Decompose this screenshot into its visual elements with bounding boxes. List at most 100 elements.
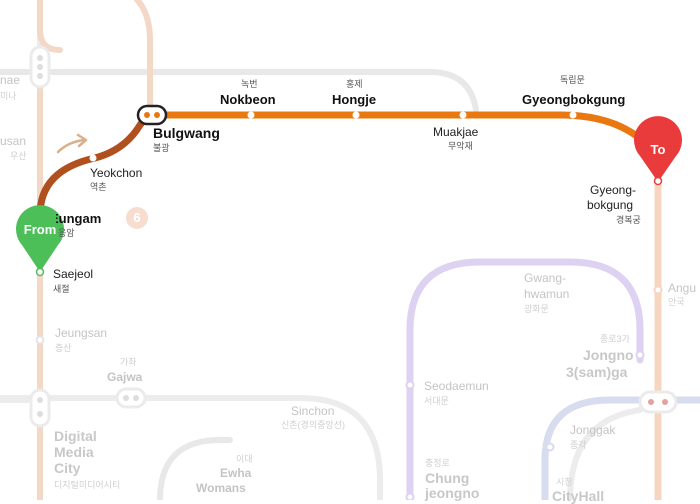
station-label-gyeongbokgung-dest-1[interactable]: Gyeong-: [590, 183, 637, 197]
transfer-dot: [37, 73, 43, 79]
faded-label-usan-ko: 우산: [10, 151, 27, 161]
faded-transfer-capsules: [29, 45, 678, 428]
faded-label-jongno3-1: Jongno: [583, 347, 634, 363]
faded-label-usan: usan: [0, 134, 27, 148]
station-label-ko-yeokchon: 역촌: [90, 182, 107, 192]
transfer-dot: [37, 397, 43, 403]
faded-label-jeungsan: Jeungsan: [55, 326, 108, 340]
station-label-gyeongbokgung-dest-2[interactable]: bokgung: [587, 198, 634, 212]
faded-label-angu-ko: 안국: [668, 297, 685, 307]
station-label-ko-saejeol: 새절: [53, 284, 70, 294]
faded-label-cityhall-ko: 시청: [556, 477, 573, 487]
station-label-yeokchon[interactable]: Yeokchon: [90, 166, 143, 180]
transfer-dot: [37, 411, 43, 417]
faded-label-nae-ko: 미나: [0, 91, 17, 101]
route-station-dots: [89, 111, 577, 162]
faded-station-dots: [35, 285, 663, 500]
station-dot-nokbeon[interactable]: [247, 111, 255, 119]
grey-line-mid: [0, 395, 383, 500]
faded-label-sinchon: Sinchon: [291, 404, 335, 418]
faded-label-seodaemun-ko: 서대문: [424, 396, 449, 406]
station-label-gyeongbokgung-top[interactable]: Gyeongbokgung: [522, 92, 626, 107]
faded-label-ewha-1: Ewha: [220, 466, 252, 480]
transfer-dot: [37, 64, 43, 70]
faded-label-ewha-2: Womans: [196, 481, 246, 495]
transfer-dot: [144, 112, 150, 118]
station-label-ko-gyeongbokgung-dest: 경복궁: [616, 215, 641, 225]
from-pin-icon[interactable]: [16, 205, 65, 277]
faded-label-digital-ko: 디지털미디어시티: [54, 480, 121, 490]
station-dot-yeokchon[interactable]: [89, 154, 97, 162]
faded-label-jonggak: Jonggak: [570, 423, 616, 437]
grey-curve-right: [567, 407, 643, 500]
transfer-capsule: [638, 390, 678, 414]
station-label-ko-muakjae: 무악재: [448, 141, 473, 151]
grey-line-top: [0, 69, 479, 113]
direction-arrow-head-icon: [76, 133, 88, 148]
faded-label-chungjeongno-1: Chung: [425, 470, 470, 486]
station-dot: [545, 442, 555, 452]
station-label-ko-eungam: 응암: [58, 228, 75, 238]
faded-label-jongno3-ko: 종로3가: [600, 334, 630, 344]
from-pin-shape: [16, 205, 65, 272]
transfer-dot: [648, 399, 654, 405]
faded-label-jongno3-2: 3(sam)ga: [566, 364, 628, 380]
station-dot: [653, 285, 663, 295]
route-segment-orange: [148, 111, 654, 152]
station-label-nokbeon[interactable]: Nokbeon: [220, 92, 276, 107]
station-label-ko-nokbeon: 녹번: [241, 79, 258, 89]
faded-label-gajwa-ko: 가좌: [120, 357, 137, 367]
station-dot-muakjae[interactable]: [459, 111, 467, 119]
direction-arrow-icon: [56, 138, 86, 154]
transfer-dot: [37, 55, 43, 61]
station-label-bulgwang[interactable]: Bulgwang: [153, 125, 220, 141]
station-label-hongje[interactable]: Hongje: [332, 92, 377, 107]
faded-label-chungjeongno-2: jeongno: [425, 485, 480, 501]
station-dot: [405, 492, 415, 500]
purple-line: [406, 258, 644, 500]
station-label-ko-hongje: 홍제: [346, 79, 363, 89]
grey-loop-left: [157, 437, 233, 500]
station-dot: [35, 335, 45, 345]
transfer-capsule: [115, 387, 147, 409]
station-dot-gyeongbokgung-top[interactable]: [569, 111, 577, 119]
station-dot: [635, 350, 645, 360]
faded-label-angu: Angu: [668, 281, 697, 295]
station-dot: [405, 380, 415, 390]
transfer-capsule-bulgwang[interactable]: [136, 104, 168, 126]
faded-label-nae: nae: [0, 73, 21, 87]
line6-loop: [37, 0, 63, 53]
line-6-badge: 6: [126, 207, 148, 229]
faded-label-digital-1: Digital: [54, 428, 97, 444]
to-pin-shape: [633, 116, 682, 182]
faded-label-jeungsan-ko: 증산: [55, 343, 72, 353]
to-pin-anchor: [653, 176, 663, 186]
line6-curve: [37, 0, 153, 113]
transfer-capsule: [29, 388, 51, 428]
station-label-muakjae[interactable]: Muakjae: [433, 125, 479, 139]
faded-label-gwanghwamun-1: Gwang-: [524, 271, 567, 285]
station-dot-hongje[interactable]: [352, 111, 360, 119]
transfer-dot: [662, 399, 668, 405]
faded-label-sinchon-ko: 신촌(경의중앙선): [281, 420, 345, 430]
station-label-saejeol[interactable]: Saejeol: [53, 267, 94, 281]
active-route: [36, 108, 654, 266]
to-pin-icon[interactable]: [633, 116, 682, 186]
to-pin-label[interactable]: To: [650, 142, 666, 157]
from-pin-label[interactable]: From: [23, 222, 57, 237]
blue-line: [541, 396, 700, 500]
station-label-ko-gyeongbokgung-top: 독립문: [560, 75, 585, 85]
transfer-dot: [154, 112, 160, 118]
faded-label-cityhall: CityHall: [552, 488, 605, 504]
faded-label-chungjeongno-ko: 충정로: [425, 458, 450, 468]
station-label-ko-bulgwang: 불광: [153, 143, 170, 153]
faded-label-ewha-ko: 이대: [236, 454, 253, 464]
transfer-dot: [133, 395, 139, 401]
faded-label-digital-3: City: [54, 460, 81, 476]
faded-label-seodaemun: Seodaemun: [424, 379, 489, 393]
faded-label-gwanghwamun-2: hwamun: [524, 287, 570, 301]
transfer-dot: [123, 395, 129, 401]
from-pin-anchor: [35, 267, 45, 277]
station-label-eungam[interactable]: Eungam: [50, 211, 102, 226]
